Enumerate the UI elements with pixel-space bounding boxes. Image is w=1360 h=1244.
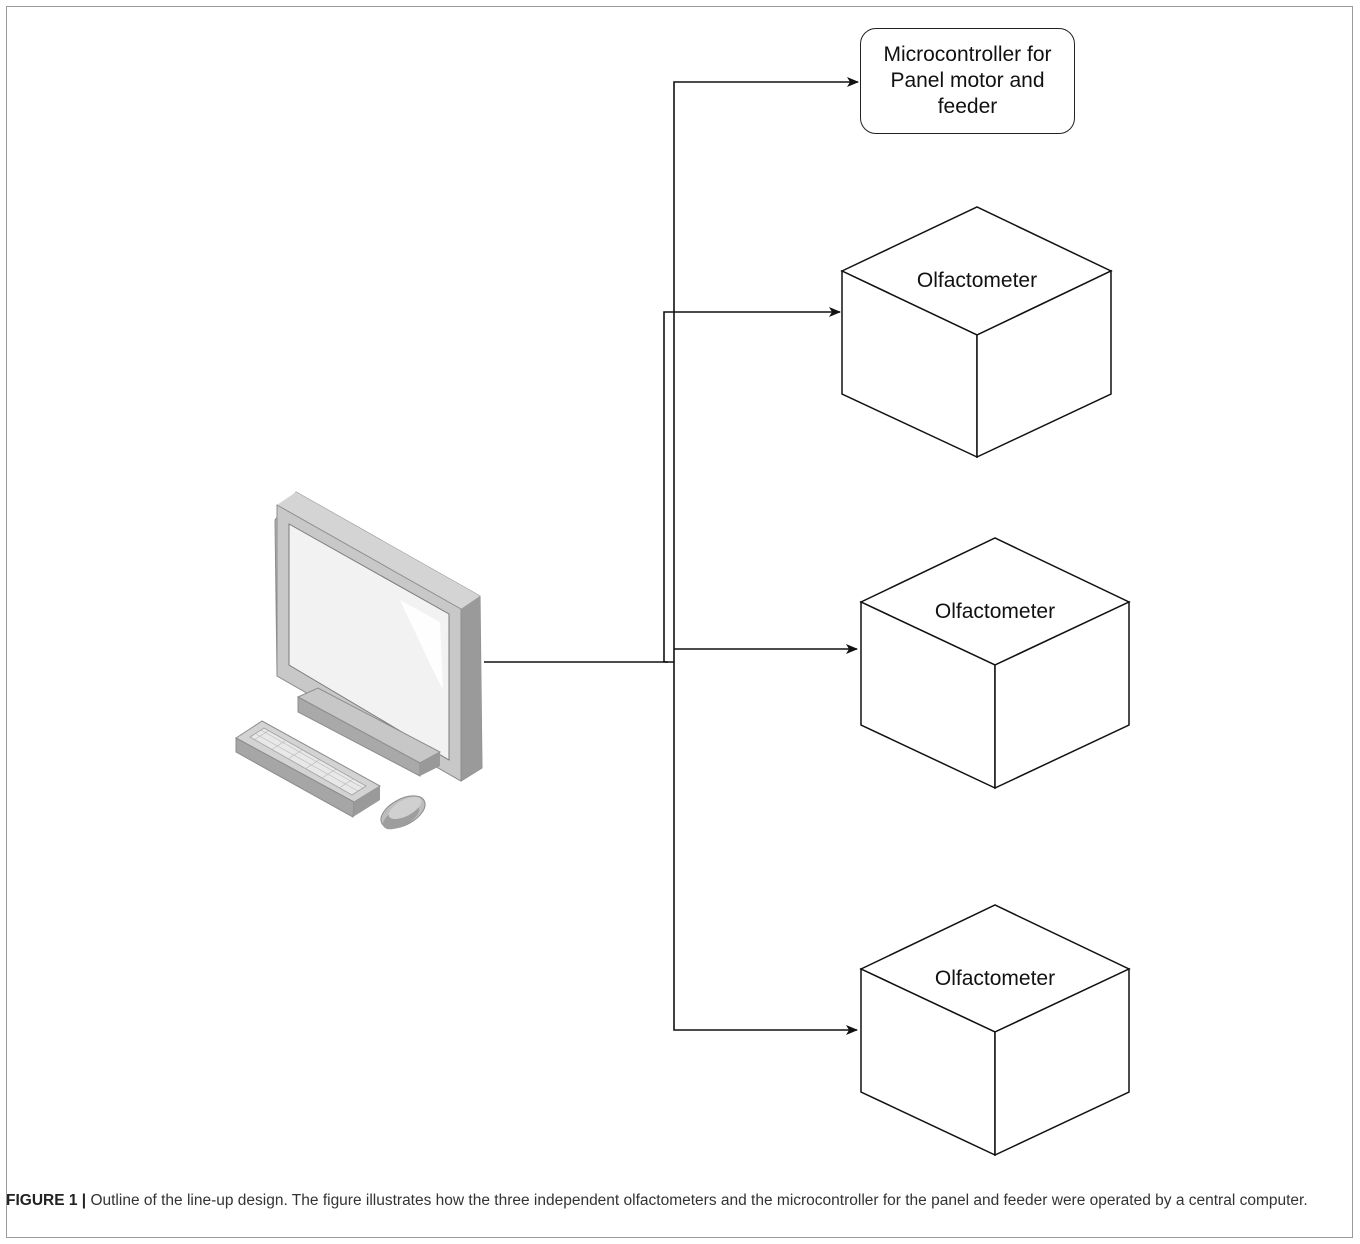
figure-frame (6, 6, 1353, 1238)
desktop-computer-icon (235, 491, 483, 830)
edge-to-olfactometer-1 (663, 307, 841, 663)
connection-lines (484, 77, 859, 1035)
caption-text: Outline of the line-up design. The figur… (90, 1192, 1308, 1209)
olfactometer-cube-3: Olfactometer (859, 904, 1131, 1157)
figure-caption: FIGURE 1 | Outline of the line-up design… (6, 1190, 1326, 1211)
olfactometer-cube-1: Olfactometer (840, 206, 1113, 459)
olfactometer-label-3: Olfactometer (935, 967, 1055, 990)
caption-label: FIGURE 1 | (6, 1192, 87, 1209)
edge-to-olfactometer-3 (673, 662, 858, 1035)
microcontroller-label: Microcontroller for Panel motor and feed… (883, 43, 1052, 118)
olfactometer-cube-2: Olfactometer (859, 537, 1131, 790)
olfactometer-label-1: Olfactometer (917, 269, 1037, 292)
edge-to-microcontroller (673, 77, 859, 662)
olfactometer-label-2: Olfactometer (935, 600, 1055, 623)
microcontroller-box: Microcontroller for Panel motor and feed… (860, 28, 1075, 134)
